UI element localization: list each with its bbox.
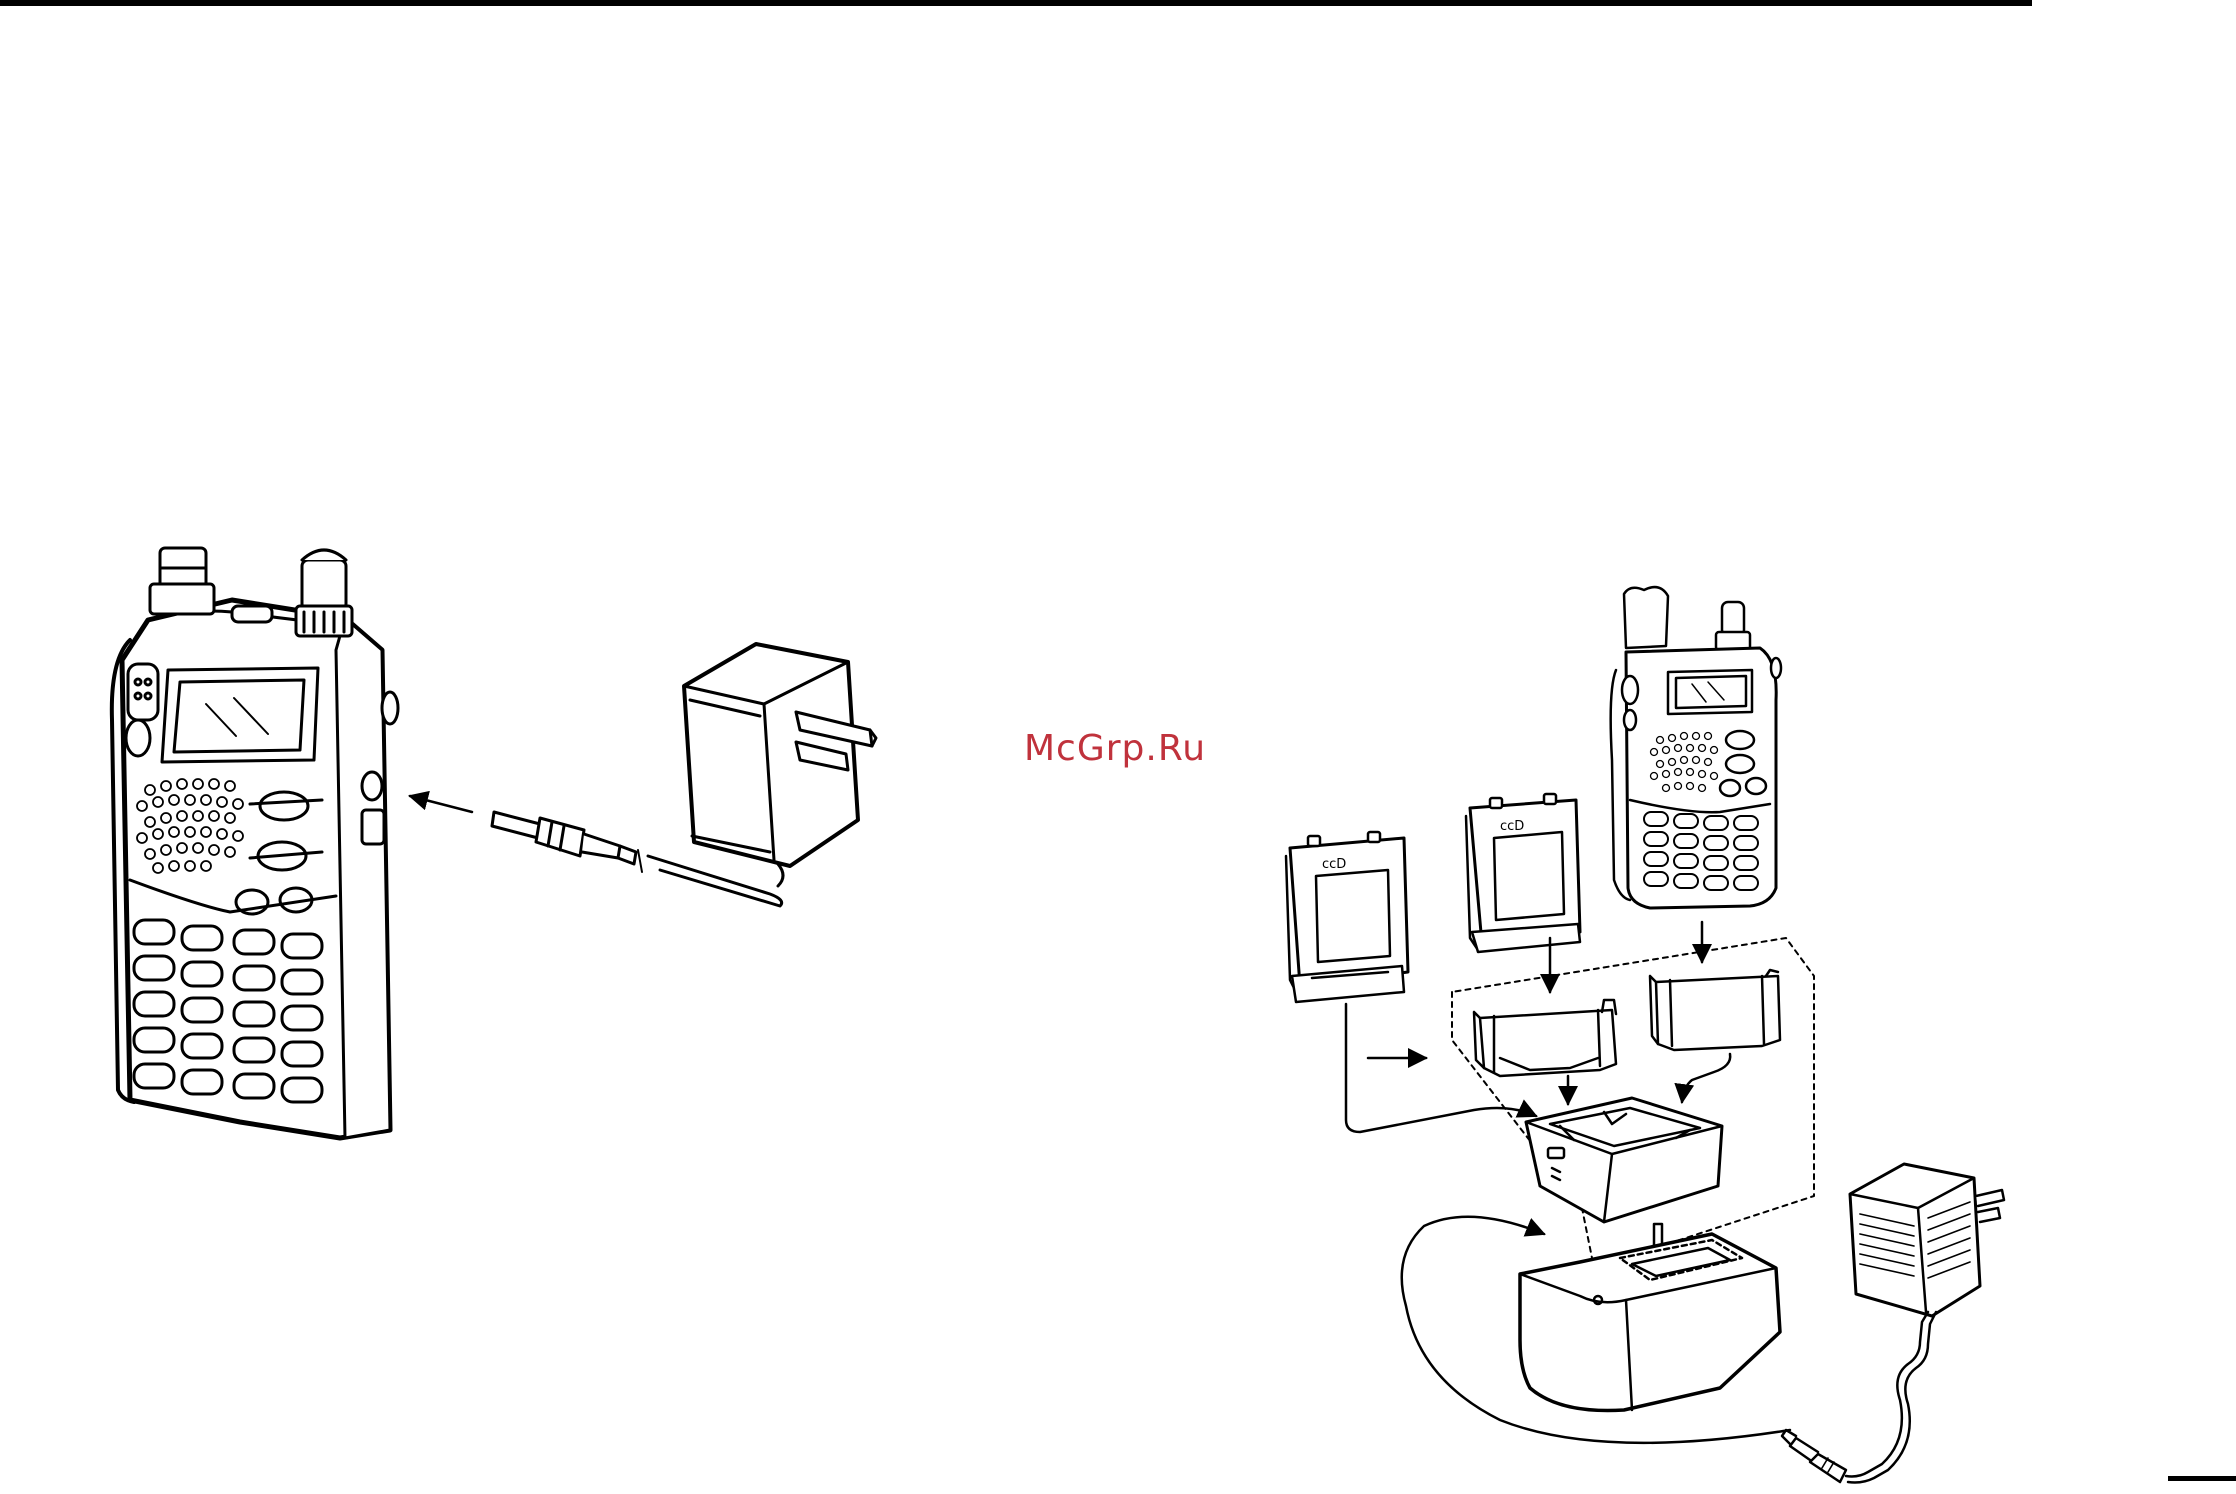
watermark-text: McGrp.Ru — [1024, 728, 1206, 769]
charger-adapter-b — [1650, 970, 1780, 1050]
charger-adapter-a — [1474, 1000, 1616, 1076]
right-figure: ccD ccD — [1286, 587, 2004, 1482]
battery-pack-a: ccD — [1286, 832, 1408, 1002]
desktop-charger — [1520, 1234, 1780, 1411]
ac-adapter-left — [684, 644, 876, 886]
insert-arrow-left — [410, 796, 472, 812]
svg-text:ccD: ccD — [1322, 857, 1346, 872]
transceiver-right — [1611, 587, 1781, 908]
charger-insert-cup — [1526, 1098, 1722, 1222]
ac-adapter-right — [1782, 1164, 2004, 1483]
left-figure — [112, 548, 876, 1138]
battery-pack-b: ccD — [1466, 794, 1580, 952]
svg-text:ccD: ccD — [1500, 819, 1524, 834]
transceiver-left — [112, 548, 398, 1138]
